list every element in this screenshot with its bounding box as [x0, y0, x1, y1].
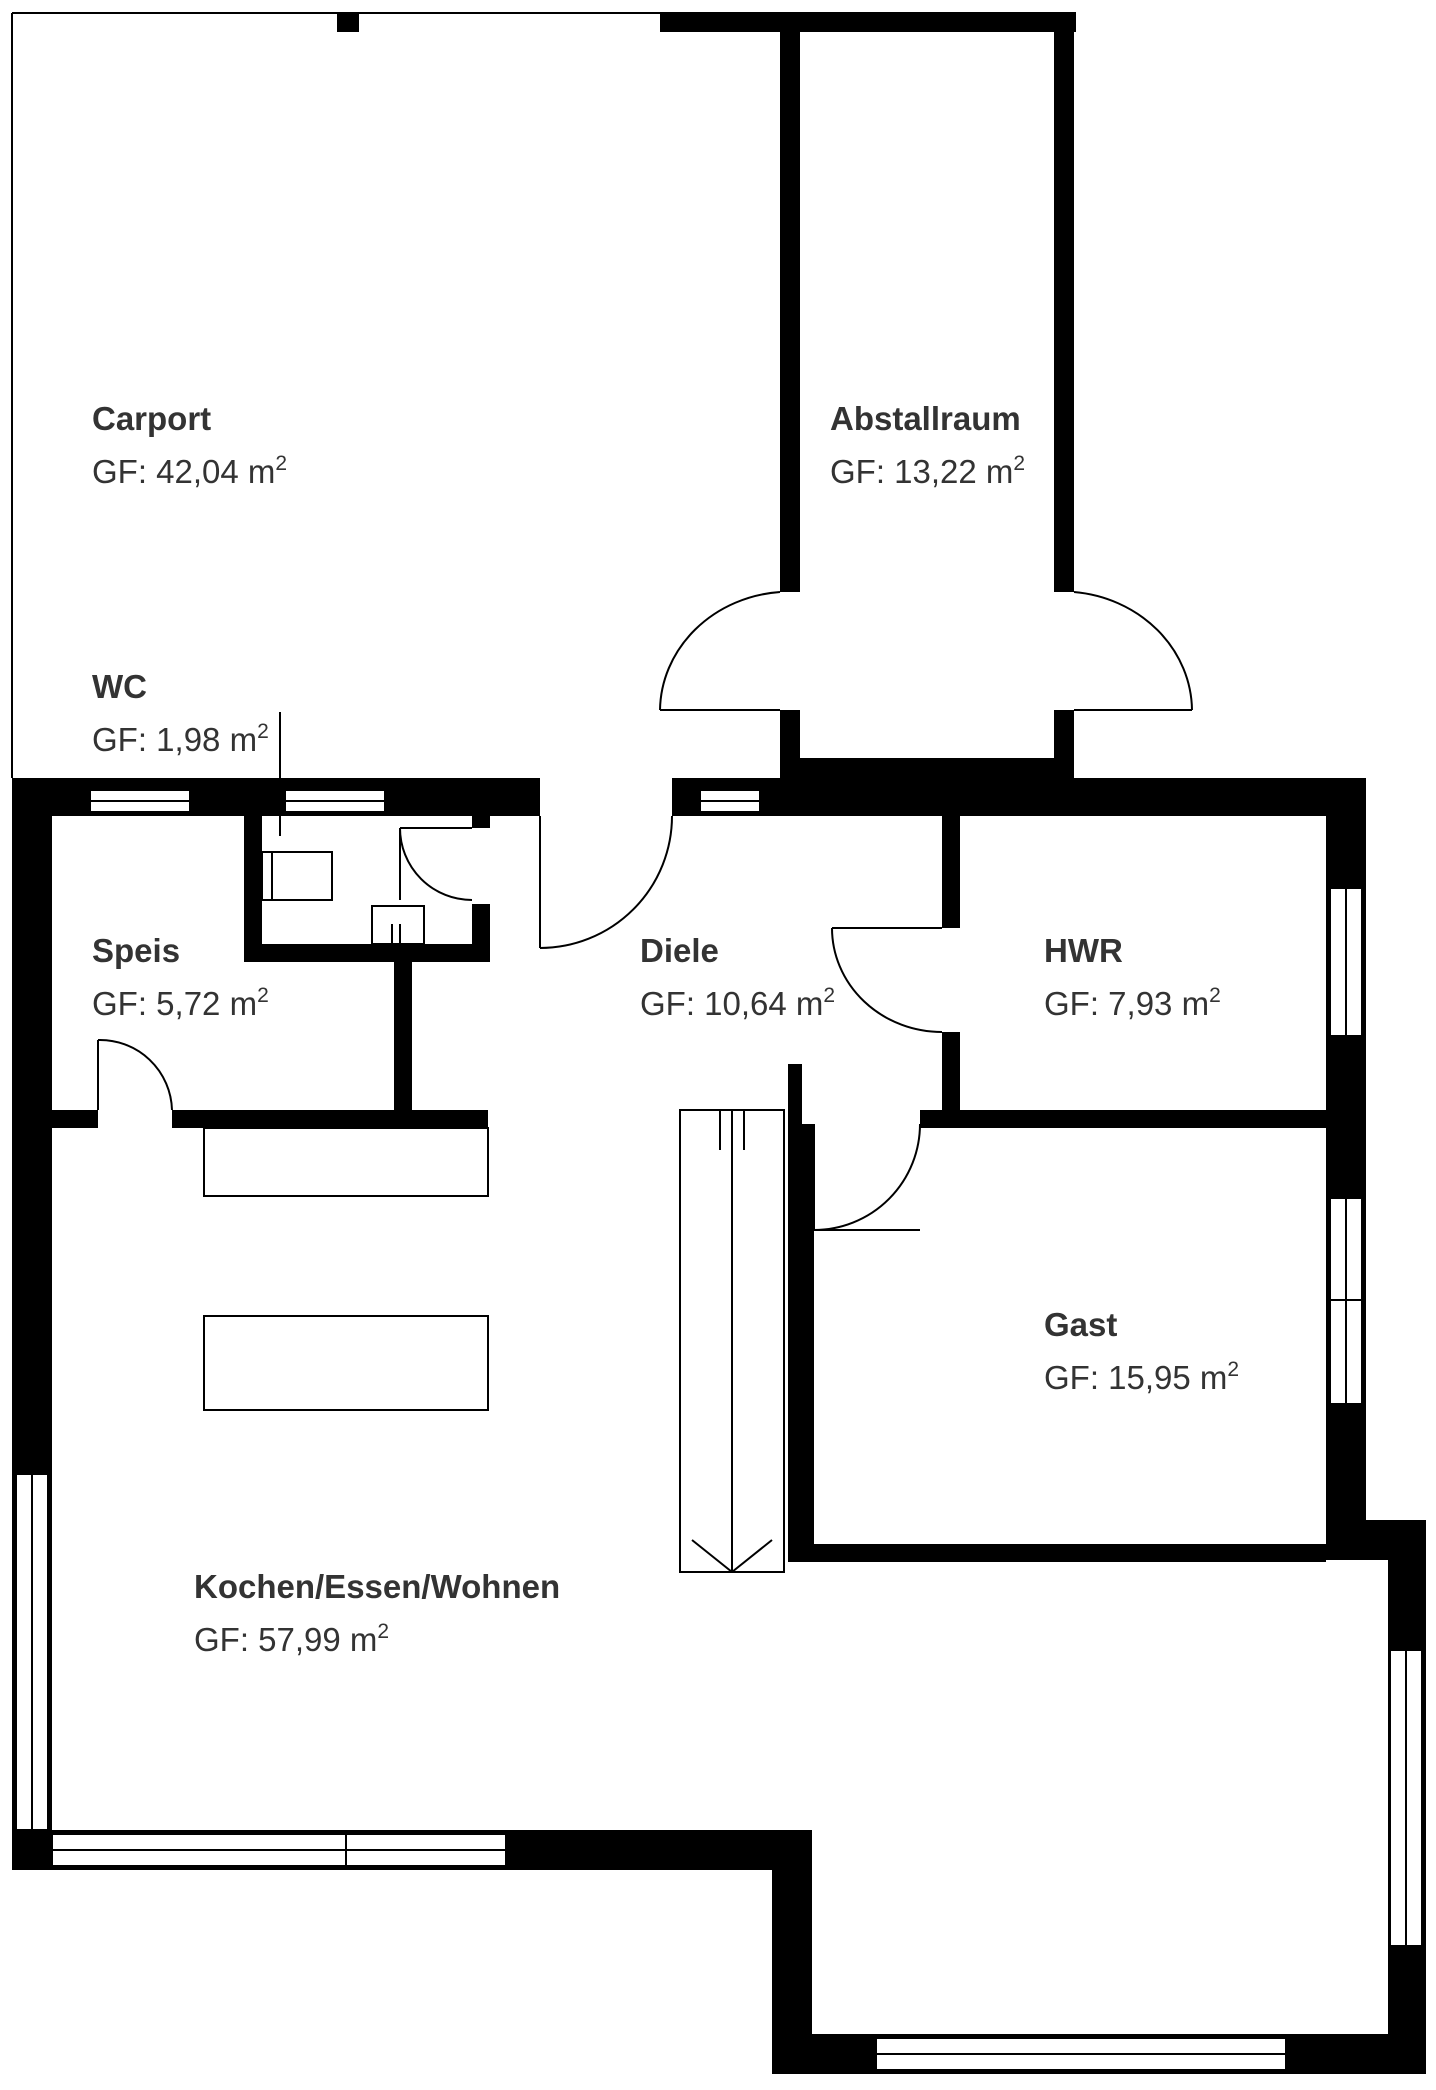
hwr-door [831, 927, 943, 1033]
room-name: WC [92, 668, 147, 705]
room-area: GF: 1,98 m2 [92, 720, 269, 758]
outer-walls [12, 778, 1426, 2074]
room-area: GF: 13,22 m2 [830, 452, 1025, 490]
gast-door [813, 1123, 921, 1231]
entrance-door [539, 815, 673, 949]
room-label-carport: Carport GF: 42,04 m2 [92, 400, 287, 490]
speis-walls [52, 944, 488, 1128]
room-name: Gast [1044, 1306, 1117, 1343]
room-name: Carport [92, 400, 211, 437]
kitchen-counters [203, 1127, 489, 1411]
room-label-gast: Gast GF: 15,95 m2 [1044, 1306, 1239, 1396]
room-label-diele: Diele GF: 10,64 m2 [640, 932, 835, 1022]
room-area: GF: 10,64 m2 [640, 984, 835, 1022]
room-area: GF: 15,95 m2 [1044, 1358, 1239, 1396]
wc-walls [244, 712, 490, 962]
inner-walls [788, 816, 1326, 1562]
room-name: Abstallraum [830, 400, 1021, 437]
room-name: HWR [1044, 932, 1123, 969]
room-area: GF: 5,72 m2 [92, 984, 269, 1022]
room-area: GF: 57,99 m2 [194, 1620, 389, 1658]
room-name: Diele [640, 932, 719, 969]
room-area: GF: 7,93 m2 [1044, 984, 1221, 1022]
abstellraum-double-door [659, 591, 1193, 711]
room-label-kochen-essen-wohnen: Kochen/Essen/Wohnen GF: 57,99 m2 [194, 1568, 560, 1658]
room-name: Kochen/Essen/Wohnen [194, 1568, 560, 1605]
room-label-wc: WC GF: 1,98 m2 [92, 668, 269, 758]
stairs [679, 1109, 785, 1573]
room-name: Speis [92, 932, 180, 969]
room-label-hwr: HWR GF: 7,93 m2 [1044, 932, 1221, 1022]
room-label-speis: Speis GF: 5,72 m2 [92, 932, 269, 1022]
abstellraum-walls [660, 12, 1076, 780]
carport-outline [11, 12, 660, 778]
windows [15, 789, 1423, 2071]
room-area: GF: 42,04 m2 [92, 452, 287, 490]
room-label-abstallraum: Abstallraum GF: 13,22 m2 [830, 400, 1025, 490]
